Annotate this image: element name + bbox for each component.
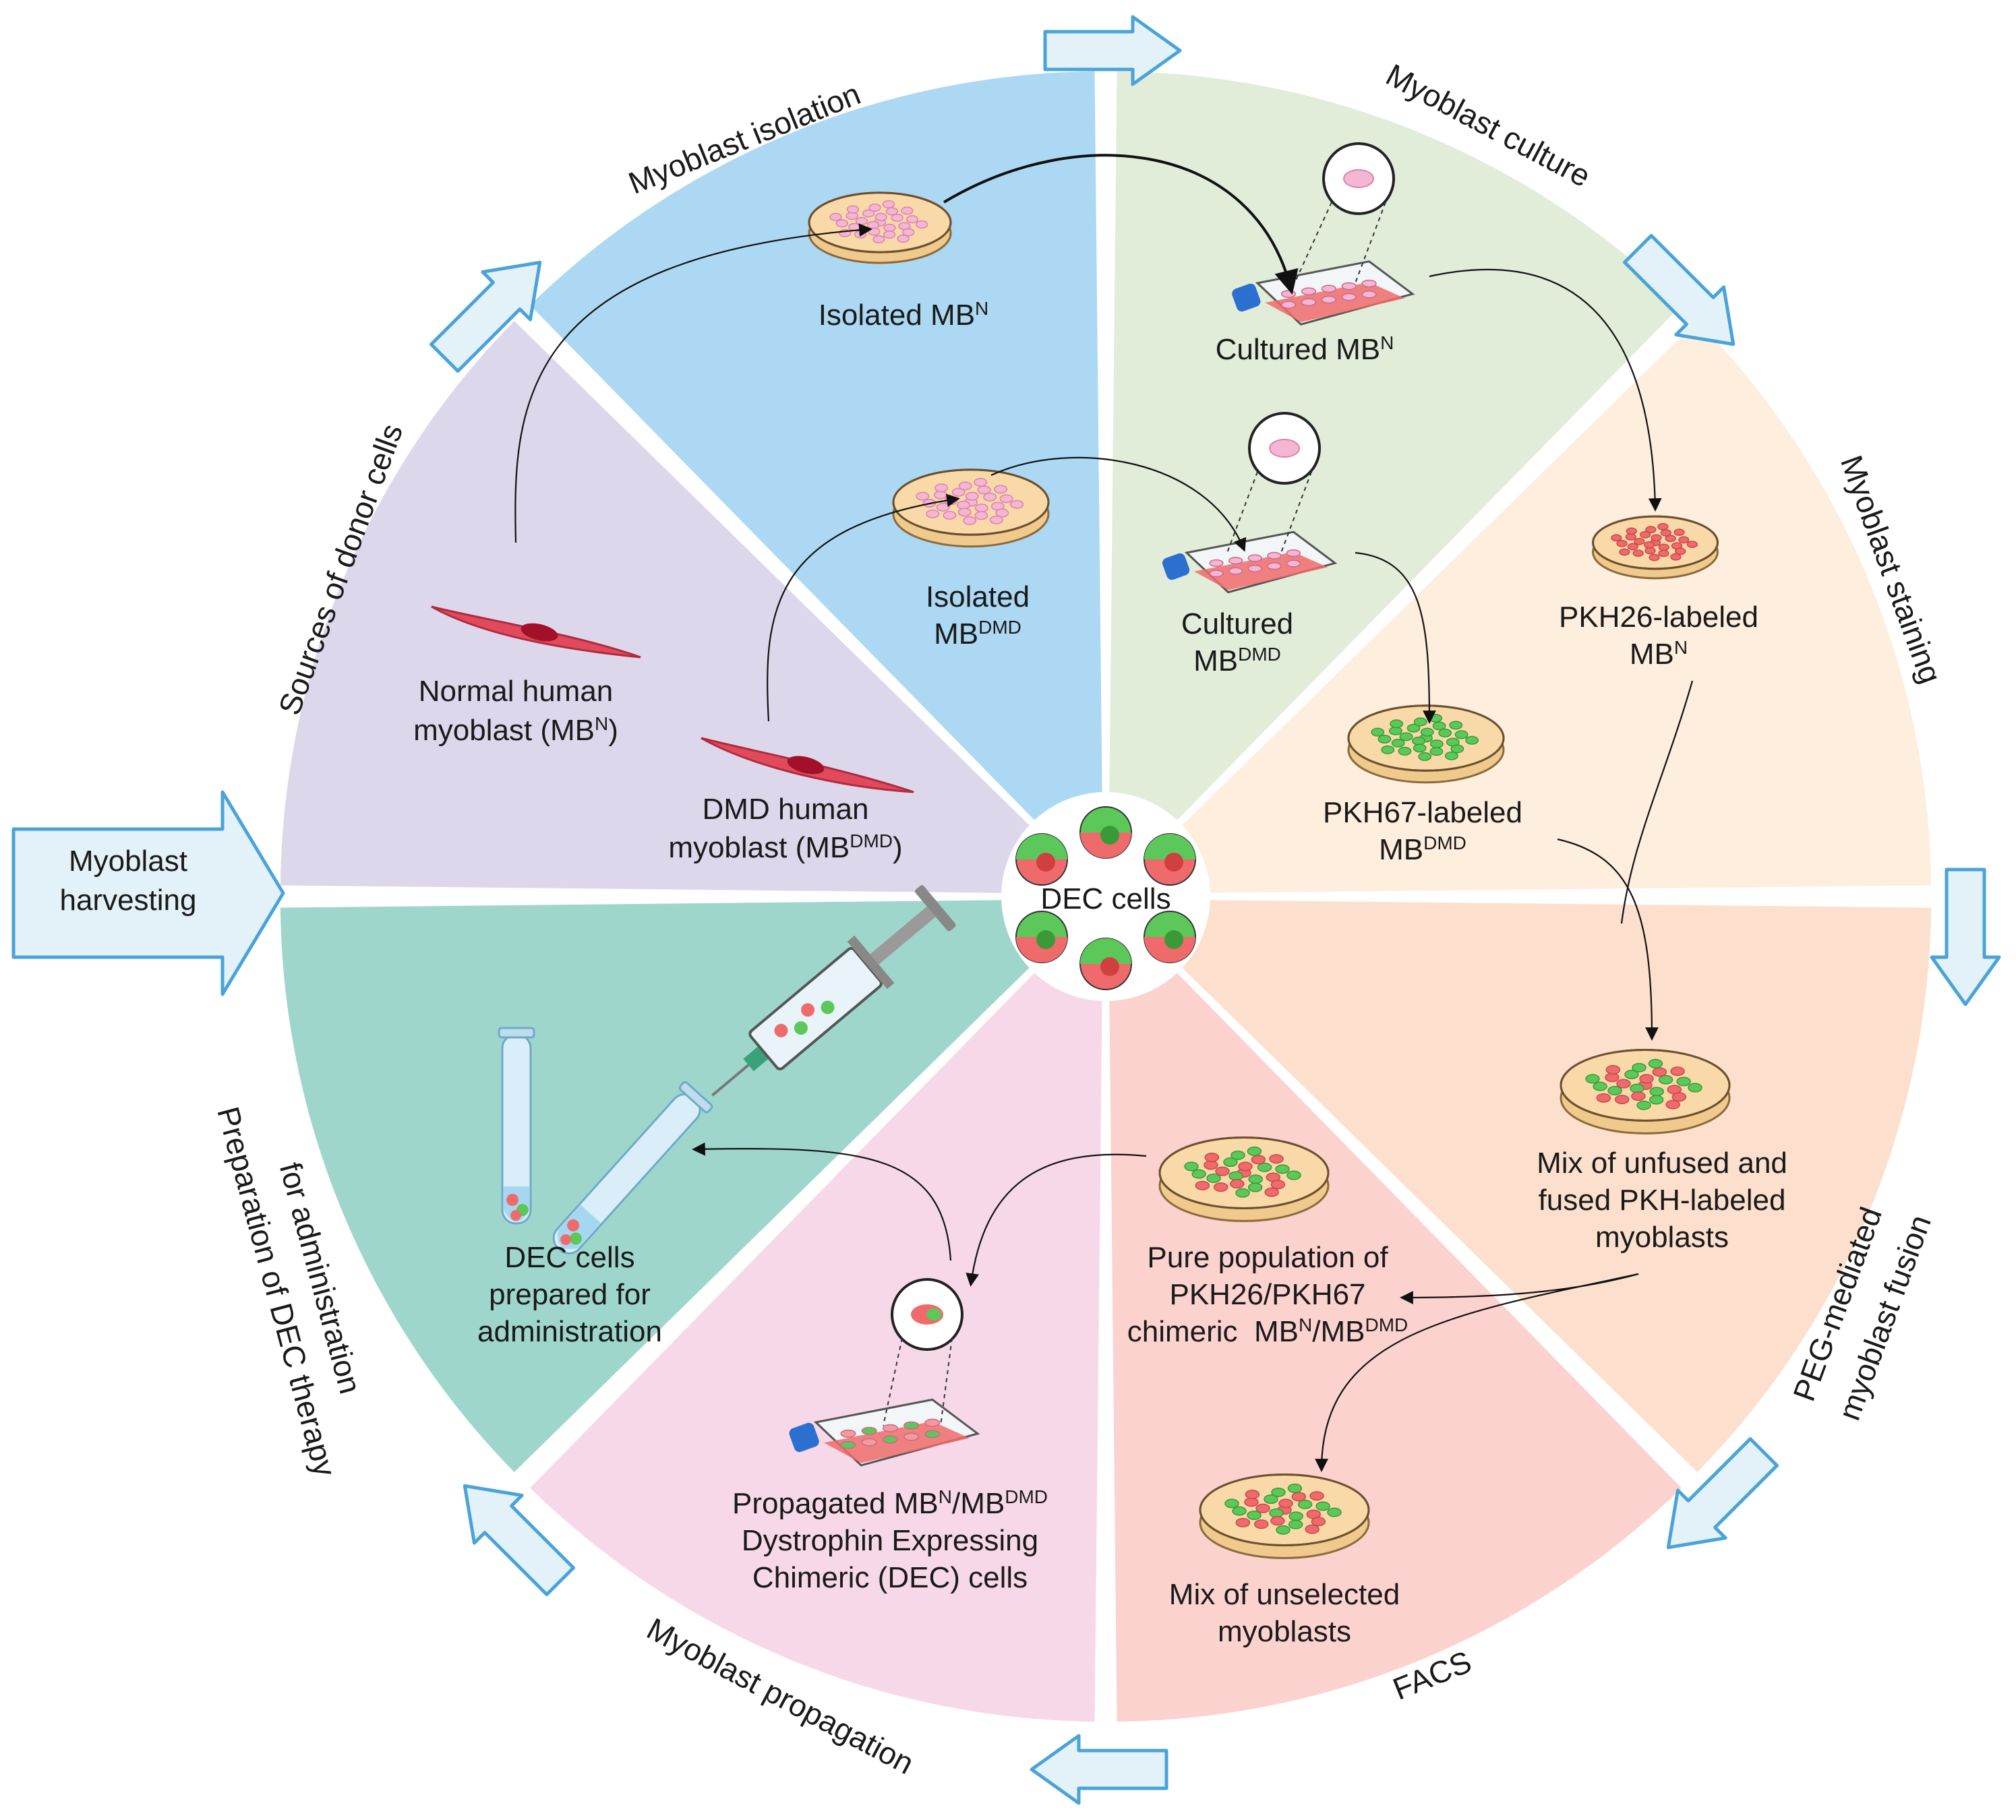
label-mix-unselected-line2: myoblasts <box>1218 1615 1351 1648</box>
flow-pkh67-to-mix <box>1557 838 1659 1041</box>
block-arrow-top <box>1043 15 1182 86</box>
label-pkh67-line1: PKH67-labeled <box>1323 796 1522 829</box>
item-labels: Normal human myoblast (MBN) DMD human my… <box>413 298 1787 1649</box>
center-dec-cells: DEC cells <box>1001 792 1210 1001</box>
label-cultured-mbn: Cultured MBN <box>1216 332 1394 367</box>
magnifier-propagated <box>883 1278 963 1426</box>
center-label: DEC cells <box>1040 882 1170 915</box>
flow-pure-to-propagation <box>966 1153 1147 1287</box>
culture-flask-mbdmd <box>1162 530 1338 594</box>
label-pkh26-line2: MBN <box>1630 637 1688 671</box>
label-dec-prepared-line1: DEC cells <box>504 1241 634 1274</box>
flow-propagation-to-tubes <box>692 1142 952 1261</box>
test-tube-upright <box>498 1027 535 1225</box>
sector-fusion <box>1112 899 1932 1472</box>
petri-dish-isolated-mbdmd <box>892 468 1050 548</box>
block-arrow-bottom-right <box>1666 1436 1779 1550</box>
label-mix-unselected-line1: Mix of unselected <box>1169 1578 1400 1611</box>
sector-propagation <box>530 903 1104 1722</box>
petri-dish-pure-population <box>1158 1136 1330 1222</box>
label-mix-fused-line2: fused PKH-labeled <box>1539 1184 1786 1217</box>
label-cultured-mbdmd-line2: MBDMD <box>1193 644 1281 678</box>
flow-mix-to-pure <box>1400 1273 1639 1304</box>
label-propagated-line2: Dystrophin Expressing <box>742 1524 1038 1557</box>
petri-dish-mix-fused <box>1560 1049 1731 1134</box>
label-propagated-line3: Chimeric (DEC) cells <box>752 1561 1028 1594</box>
label-isolated-mbn: Isolated MBN <box>819 298 989 332</box>
flow-arrows <box>514 154 1694 1472</box>
normal-myoblast-cell-icon <box>431 605 641 659</box>
label-normal-myoblast-line2: myoblast (MBN) <box>413 713 618 748</box>
label-mix-fused-line3: myoblasts <box>1595 1221 1729 1254</box>
magnifier-culture-mbdmd <box>1226 412 1321 553</box>
label-mix-fused-line1: Mix of unfused and <box>1537 1147 1787 1180</box>
label-dec-prepared-line2: prepared for <box>489 1278 651 1311</box>
label-pkh26-line1: PKH26-labeled <box>1559 601 1758 634</box>
entry-arrow-myoblast-harvesting <box>11 790 285 996</box>
entry-arrow-label-line1: Myoblast <box>69 845 187 878</box>
label-propagated-line1: Propagated MBN/MBDMD <box>732 1486 1048 1521</box>
sector-preparation <box>280 899 1100 1472</box>
block-arrow-bottom-left <box>463 1484 576 1597</box>
petri-dish-pkh26-labeled <box>1592 515 1719 580</box>
block-arrow-top-left <box>429 260 542 373</box>
cycle-block-arrows: Myoblast harvesting <box>11 15 2001 1805</box>
label-normal-myoblast-line1: Normal human <box>419 675 614 708</box>
flow-isolated-dmd-to-culture <box>990 456 1247 552</box>
flow-isolated-n-to-culture <box>943 154 1299 295</box>
petri-dish-isolated-mbn <box>808 191 952 264</box>
label-dmd-myoblast-line2: myoblast (MBDMD) <box>668 830 902 865</box>
label-dec-prepared-line3: administration <box>477 1315 662 1348</box>
test-tube-tilted <box>552 1081 713 1254</box>
petri-dish-mix-unselected <box>1199 1474 1370 1559</box>
sector-sources <box>280 321 1100 894</box>
label-pkh67-line2: MBDMD <box>1379 832 1466 867</box>
culture-flask-propagated <box>789 1398 980 1467</box>
sector-isolation <box>530 71 1104 890</box>
block-arrow-right <box>1930 868 2001 1006</box>
flow-pkh26-to-mix <box>1620 680 1694 924</box>
label-isolated-mbdmd-line1: Isolated <box>926 580 1030 613</box>
label-cultured-mbdmd-line1: Cultured <box>1181 607 1293 640</box>
label-dmd-myoblast-line1: DMD human <box>703 793 869 826</box>
sector-staining <box>1112 321 1932 894</box>
syringe-icon <box>711 885 956 1097</box>
label-isolated-mbdmd-line2: MBDMD <box>934 617 1021 651</box>
block-arrow-bottom <box>1030 1734 1168 1805</box>
label-pure-line1: Pure population of <box>1147 1241 1388 1274</box>
flow-culture-dmd-to-pkh67 <box>1355 551 1436 724</box>
petri-dish-pkh67-labeled <box>1347 704 1505 784</box>
block-arrow-top-right <box>1622 233 1736 346</box>
flow-dmd-to-isolated <box>766 493 960 722</box>
flow-culture-n-to-pkh26 <box>1429 269 1662 512</box>
label-pure-line3: chimeric MBN/MBDMD <box>1127 1314 1408 1349</box>
flow-normal-to-isolated <box>514 223 872 543</box>
label-pure-line2: PKH26/PKH67 <box>1169 1278 1365 1311</box>
flow-mix-to-unselected <box>1315 1273 1639 1472</box>
cycle-sectors <box>280 71 1932 1722</box>
dmd-myoblast-cell-icon <box>701 737 914 793</box>
magnifier-culture-mbn <box>1294 142 1395 284</box>
entry-arrow-label-line2: harvesting <box>59 884 196 917</box>
